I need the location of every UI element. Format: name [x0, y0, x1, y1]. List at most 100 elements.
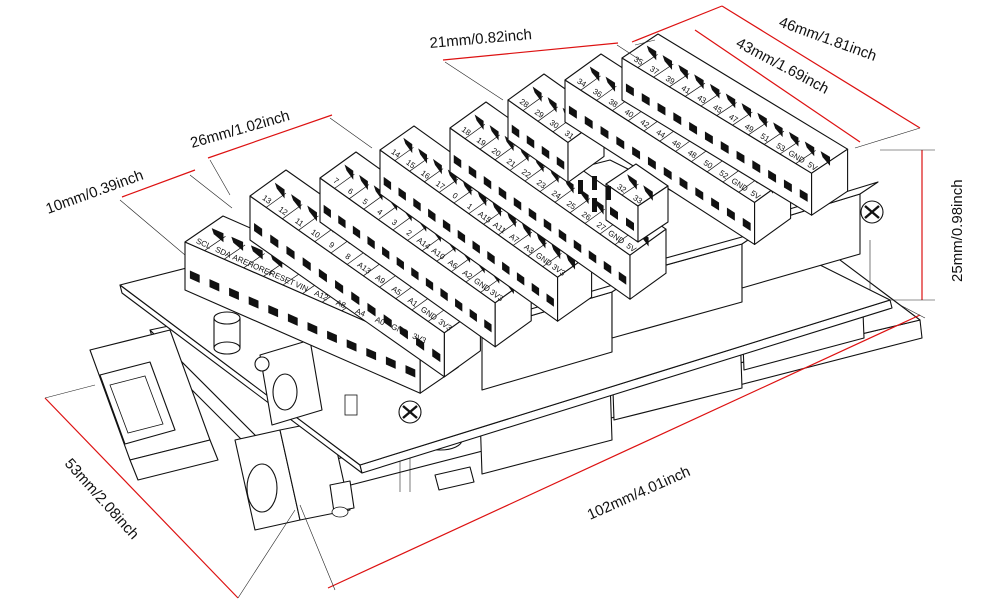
terminal-wire-entry	[231, 236, 244, 251]
terminal-screw-hole	[335, 280, 344, 294]
cell-divider	[464, 124, 486, 139]
pin-label: 7	[332, 176, 341, 186]
cell-divider	[764, 130, 785, 145]
dim-26mm: 26mm/1.02inch	[188, 107, 291, 152]
pin-label: A0	[374, 315, 387, 327]
terminal-screw-hole	[618, 271, 627, 285]
terminal-screw-hole	[440, 288, 448, 302]
cell-divider	[451, 257, 472, 272]
terminal-screw-hole	[726, 207, 735, 221]
terminal-wire-entry	[643, 185, 653, 201]
terminal-screw-hole	[511, 124, 520, 138]
cell-divider	[522, 96, 544, 111]
pin-label: A8	[335, 298, 348, 310]
jumper-pin	[578, 180, 583, 194]
cell-divider	[363, 194, 384, 210]
terminal-wire-entry	[492, 201, 502, 217]
terminal-screw-hole	[647, 156, 656, 170]
cell-divider	[479, 134, 501, 150]
terminal-screw-hole	[711, 197, 720, 211]
cell-divider	[204, 236, 226, 251]
cell-divider	[394, 147, 414, 161]
cell-divider	[527, 242, 547, 257]
terminal-screw-hole	[209, 279, 220, 292]
screw-icon	[860, 200, 884, 224]
jumper-pin	[606, 186, 611, 200]
dim-25mm: 25mm/0.98inch	[949, 179, 966, 282]
mounting-screws	[398, 200, 884, 424]
pin-label: 1	[465, 202, 474, 212]
terminal-wire-entry	[418, 148, 428, 164]
terminal-screw-hole	[487, 251, 495, 265]
terminal-screw-hole	[498, 186, 507, 200]
cell-divider	[465, 267, 487, 283]
terminal-screw-hole	[483, 176, 492, 190]
terminal-screw-hole	[704, 131, 713, 145]
jumper-pins	[578, 176, 611, 212]
terminal-screw-hole	[327, 330, 337, 344]
terminal-screw-hole	[352, 225, 361, 239]
terminal-screw-hole	[568, 105, 577, 119]
cell-divider	[224, 244, 246, 260]
terminal-screw-hole	[268, 304, 279, 318]
dim-53mm: 53mm/2.08inch	[61, 455, 142, 543]
terminal-screw-hole	[799, 189, 808, 202]
terminal-screw-hole	[425, 277, 434, 291]
terminal-wire-entry	[536, 233, 546, 249]
cell-divider	[621, 183, 639, 196]
cell-divider	[421, 236, 443, 252]
terminal-screw-hole	[657, 102, 666, 116]
terminal-wire-entry	[547, 97, 557, 113]
cell-divider	[298, 215, 319, 231]
terminal-screw-hole	[632, 146, 641, 160]
pin-label: A4	[354, 307, 367, 319]
terminal-wire-entry	[506, 211, 516, 228]
terminal-wire-entry	[373, 185, 383, 201]
cell-divider	[637, 54, 658, 68]
shield-components	[213, 311, 358, 426]
terminal-screw-hole	[367, 302, 376, 317]
terminal-screw-hole	[610, 206, 618, 221]
terminal-screw-hole	[663, 166, 672, 180]
terminal-screw-hole	[600, 126, 609, 140]
screw-icon	[398, 400, 422, 424]
terminal-screw-hole	[546, 293, 554, 307]
terminal-screw-hole	[396, 256, 404, 270]
terminal-screw-hole	[484, 319, 492, 333]
cell-divider	[653, 63, 674, 78]
terminal-screw-hole	[189, 270, 200, 283]
pin-label: 3	[390, 218, 399, 228]
terminal-screw-hole	[351, 291, 360, 306]
pin-label: 5	[361, 197, 370, 207]
terminal-screw-hole	[673, 112, 682, 126]
cell-divider	[378, 205, 399, 220]
dim-102mm: 102mm/4.01inch	[585, 463, 693, 524]
terminal-wire-entry	[551, 243, 561, 260]
cell-divider	[263, 261, 285, 277]
block-side-face	[629, 228, 667, 300]
terminal-screw-hole	[543, 218, 552, 232]
terminal-screw-hole	[689, 121, 698, 135]
terminal-screw-hole	[323, 204, 331, 218]
terminal-screw-hole	[383, 176, 392, 191]
terminal-wire-entry	[211, 228, 224, 243]
cell-divider	[569, 198, 591, 214]
terminal-wire-entry	[532, 86, 542, 102]
terminal-screw-hole	[270, 234, 279, 249]
terminal-screw-hole	[455, 298, 463, 312]
terminal-screw-hole	[287, 313, 298, 326]
cell-divider	[392, 215, 414, 231]
terminal-screw-hole	[768, 169, 777, 183]
terminal-wire-entry	[589, 66, 600, 82]
terminal-screw-hole	[526, 135, 535, 149]
terminal-screw-hole	[502, 261, 510, 275]
terminal-screw-hole	[513, 197, 522, 211]
cell-divider	[732, 111, 753, 126]
terminal-screw-hole	[641, 93, 650, 106]
terminal-screw-hole	[383, 314, 392, 328]
cell-divider	[498, 221, 518, 236]
terminal-screw-hole	[346, 339, 357, 352]
terminal-screw-hole	[588, 250, 597, 264]
